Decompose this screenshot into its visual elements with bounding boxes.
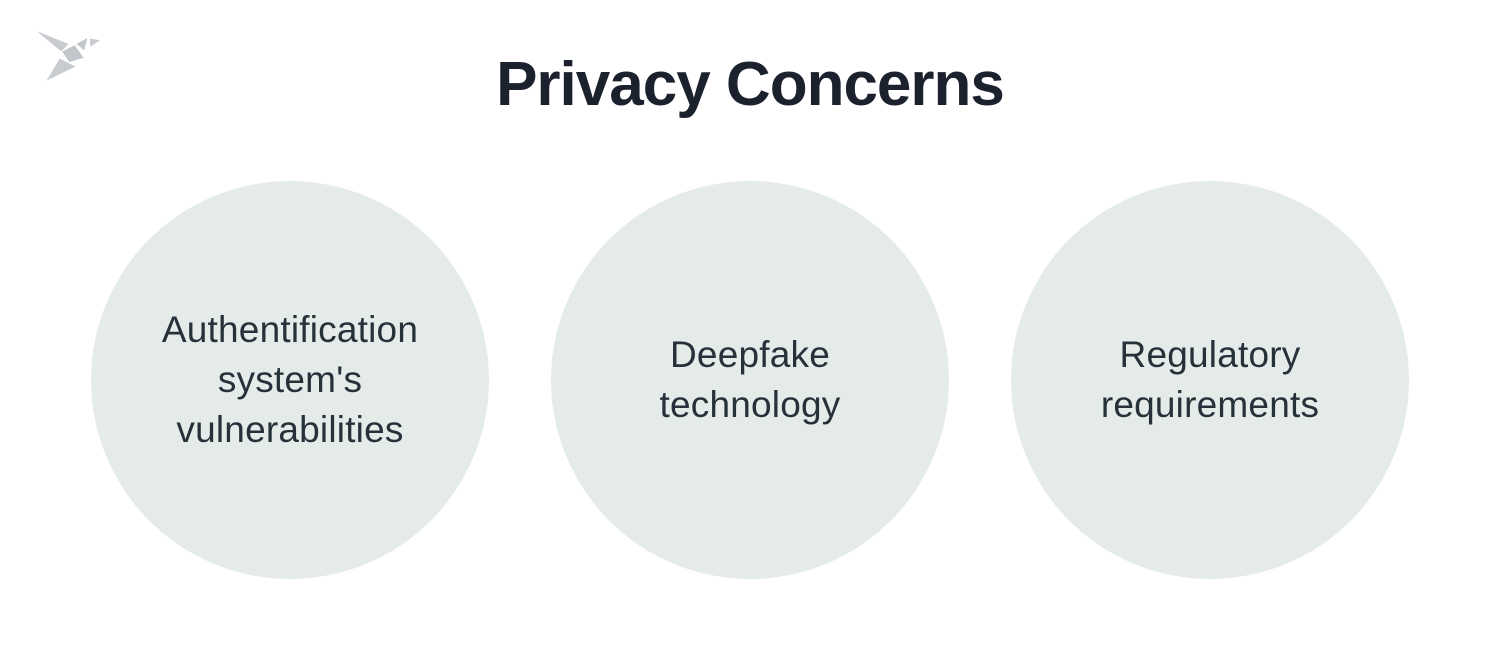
page-title: Privacy Concerns [496, 50, 1005, 119]
origami-bird-logo [30, 26, 112, 90]
concern-circle-authentification: Authentification system's vulnerabilitie… [91, 181, 489, 579]
concern-label: Authentification system's vulnerabilitie… [161, 308, 419, 451]
concern-label: Deepfake technology [659, 333, 841, 425]
concern-circles-row: Authentification system's vulnerabilitie… [0, 181, 1500, 579]
concern-circle-regulatory: Regulatory requirements [1011, 181, 1409, 579]
concern-label: Regulatory requirements [1100, 333, 1320, 425]
concern-circle-deepfake: Deepfake technology [551, 181, 949, 579]
